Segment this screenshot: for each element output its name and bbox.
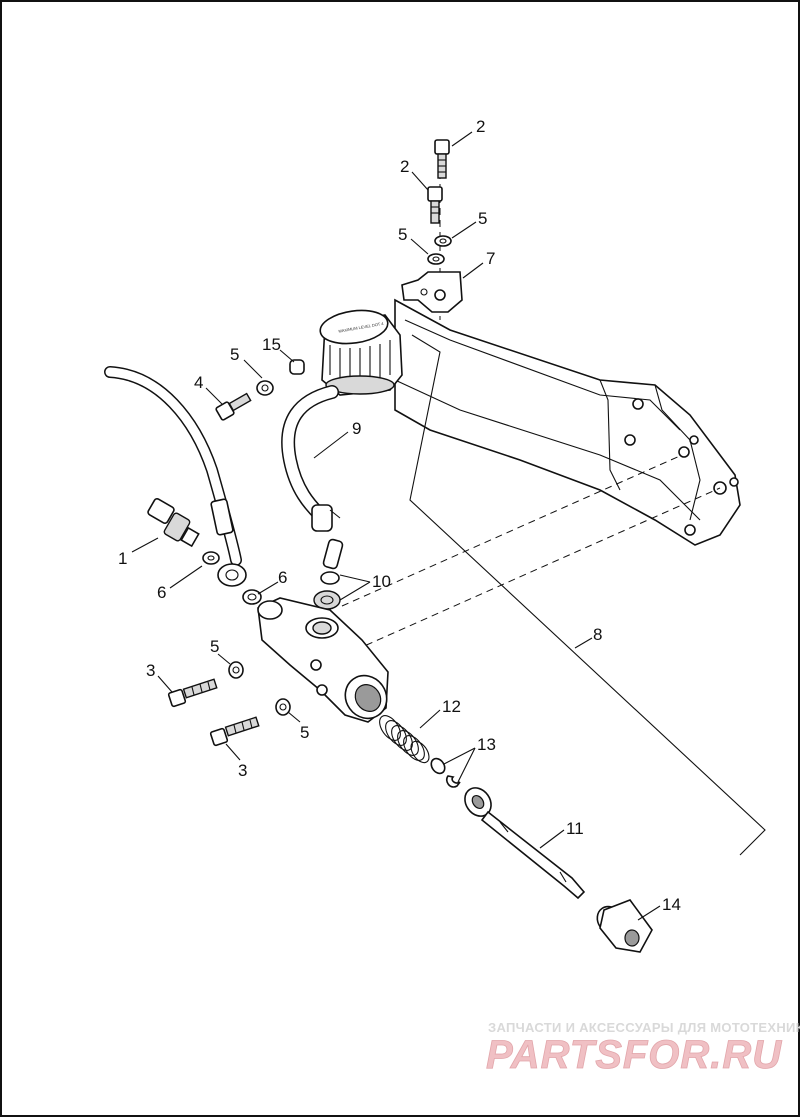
callout-5-cylinder-lower: 5 xyxy=(300,723,309,742)
callout-6-right: 6 xyxy=(278,568,287,587)
callout-5-bracket-left: 5 xyxy=(398,225,407,244)
callout-5-bracket-right: 5 xyxy=(478,209,487,228)
retaining-ring xyxy=(445,775,461,788)
callout-1: 1 xyxy=(118,549,127,568)
bolt-cylinder-lower xyxy=(209,716,260,747)
callout-5-reservoir: 5 xyxy=(230,345,239,364)
watermark-caption: ЗАПЧАСТИ И АКСЕССУАРЫ ДЛЯ МОТОТЕХНИКИ xyxy=(488,1020,800,1035)
fluid-reservoir: MAXIMUM LEVEL DOT 4 xyxy=(319,309,403,396)
callout-6-left: 6 xyxy=(157,583,166,602)
callout-9: 9 xyxy=(352,419,361,438)
callout-8: 8 xyxy=(593,625,602,644)
brake-line-ferrule xyxy=(210,498,234,536)
washer-bracket-upper xyxy=(434,235,452,247)
push-rod xyxy=(464,787,586,900)
rubber-boot xyxy=(596,899,653,953)
callout-7: 7 xyxy=(486,249,495,268)
frame-outline-leader xyxy=(409,334,766,856)
washer-reservoir xyxy=(256,380,274,396)
bolt-cylinder-upper xyxy=(167,678,218,708)
callout-5-cylinder-upper: 5 xyxy=(210,637,219,656)
callout-3-lower: 3 xyxy=(238,761,247,780)
callout-14: 14 xyxy=(662,895,681,914)
stoplight-switch xyxy=(147,498,200,548)
leader-lines xyxy=(131,131,661,921)
hose-fitting xyxy=(313,538,344,610)
grommet xyxy=(289,359,305,375)
callout-3-upper: 3 xyxy=(146,661,155,680)
washer-bracket-lower xyxy=(427,253,445,265)
piston-washer xyxy=(430,757,446,775)
bolt-lower xyxy=(427,186,443,224)
bolt-upper xyxy=(434,139,450,179)
callout-2-upper: 2 xyxy=(476,117,485,136)
mounting-bracket xyxy=(401,271,463,313)
callout-10: 10 xyxy=(372,572,391,591)
crush-washer-b xyxy=(242,589,262,605)
callout-13: 13 xyxy=(477,735,496,754)
alignment-line-upper xyxy=(341,454,683,607)
master-cylinder xyxy=(257,597,389,723)
frame-bracket xyxy=(394,298,741,546)
hose-clamp xyxy=(311,504,333,532)
return-spring xyxy=(379,715,430,764)
alignment-line-lower xyxy=(343,487,721,656)
watermark-logo: PARTSFOR.RU xyxy=(486,1033,782,1077)
washer-cylinder-upper xyxy=(228,661,244,679)
bolt-reservoir xyxy=(215,392,252,421)
callout-4: 4 xyxy=(194,373,203,392)
banjo-fitting xyxy=(217,563,247,587)
callout-12: 12 xyxy=(442,697,461,716)
washer-cylinder-lower xyxy=(275,698,291,716)
callout-11: 11 xyxy=(566,819,584,838)
callout-2-lower: 2 xyxy=(400,157,409,176)
callout-15: 15 xyxy=(262,335,281,354)
crush-washer-a xyxy=(202,551,220,565)
